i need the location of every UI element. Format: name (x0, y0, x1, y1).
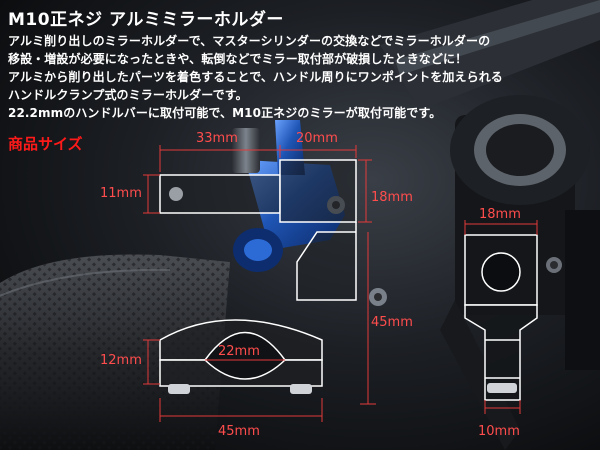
front-view-drawing (159, 159, 357, 394)
dim-clamp-height: 12mm (100, 353, 142, 368)
handlebar-tube-highlight (395, 0, 600, 75)
description-line: 22.2mmのハンドルバーに取付可能で、M10正ネジのミラーが取付可能です。 (8, 106, 442, 120)
dim-total-height: 45mm (371, 315, 413, 330)
description-line: アルミ削り出しのミラーホルダーで、マスターシリンダーの交換などでミラーホルダーの (8, 34, 491, 48)
dim-side-top-width: 18mm (479, 207, 521, 222)
lever (440, 300, 520, 450)
master-cylinder (450, 95, 600, 370)
description-line: アルミから削り出したパーツを着色することで、ハンドル周りにワンポイントを加えられ… (8, 70, 503, 84)
dim-side-bottom-width: 10mm (478, 424, 520, 439)
dim-top-right-width: 20mm (296, 131, 338, 146)
dim-tab-height: 11mm (100, 186, 142, 201)
dim-bore: 22mm (218, 344, 260, 359)
description-line: ハンドルクランプ式のミラーホルダーです。 (8, 88, 248, 102)
description-line: 移設・増設が必要になったときや、転倒などでミラー取付部が破損したときなどに！ (8, 52, 468, 66)
handle-grip (0, 254, 230, 450)
dim-top-width: 33mm (196, 131, 238, 146)
dim-bottom-width: 45mm (218, 424, 260, 439)
side-view-drawing (464, 234, 538, 401)
product-size-heading: 商品サイズ (8, 135, 83, 153)
product-title: M10正ネジ アルミミラーホルダー (8, 10, 284, 30)
dimension-lines (143, 145, 538, 422)
dim-right-top-height: 18mm (371, 190, 413, 205)
